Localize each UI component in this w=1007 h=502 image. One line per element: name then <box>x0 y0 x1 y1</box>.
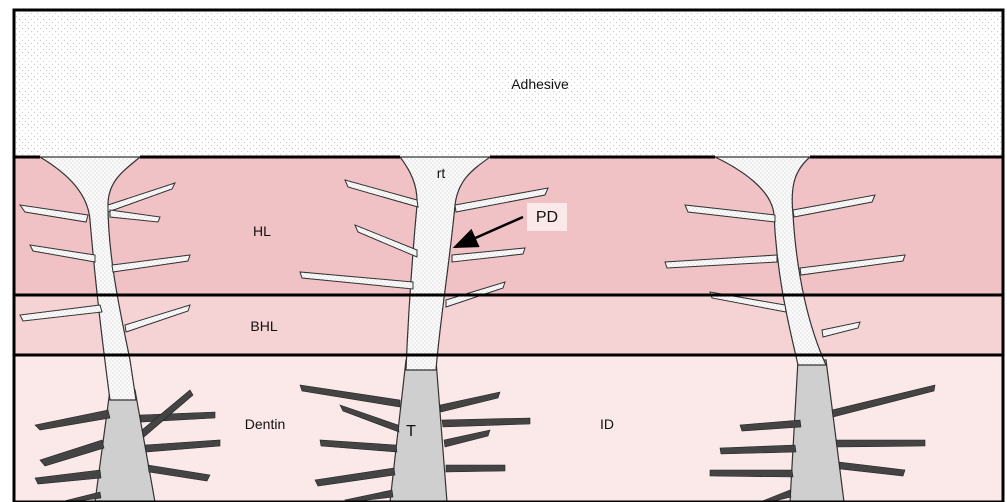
label-dentin: Dentin <box>245 416 285 432</box>
dentin-layer <box>14 355 1003 502</box>
label-id: ID <box>600 416 614 432</box>
adhesive-layer <box>14 10 1003 157</box>
label-bhl: BHL <box>250 318 277 334</box>
label-adhesive: Adhesive <box>511 76 569 92</box>
label-hl: HL <box>253 223 271 239</box>
label-t: T <box>406 423 416 440</box>
label-pd: PD <box>536 209 558 226</box>
label-rt: rt <box>437 165 446 181</box>
hybrid-layer <box>14 157 1003 295</box>
